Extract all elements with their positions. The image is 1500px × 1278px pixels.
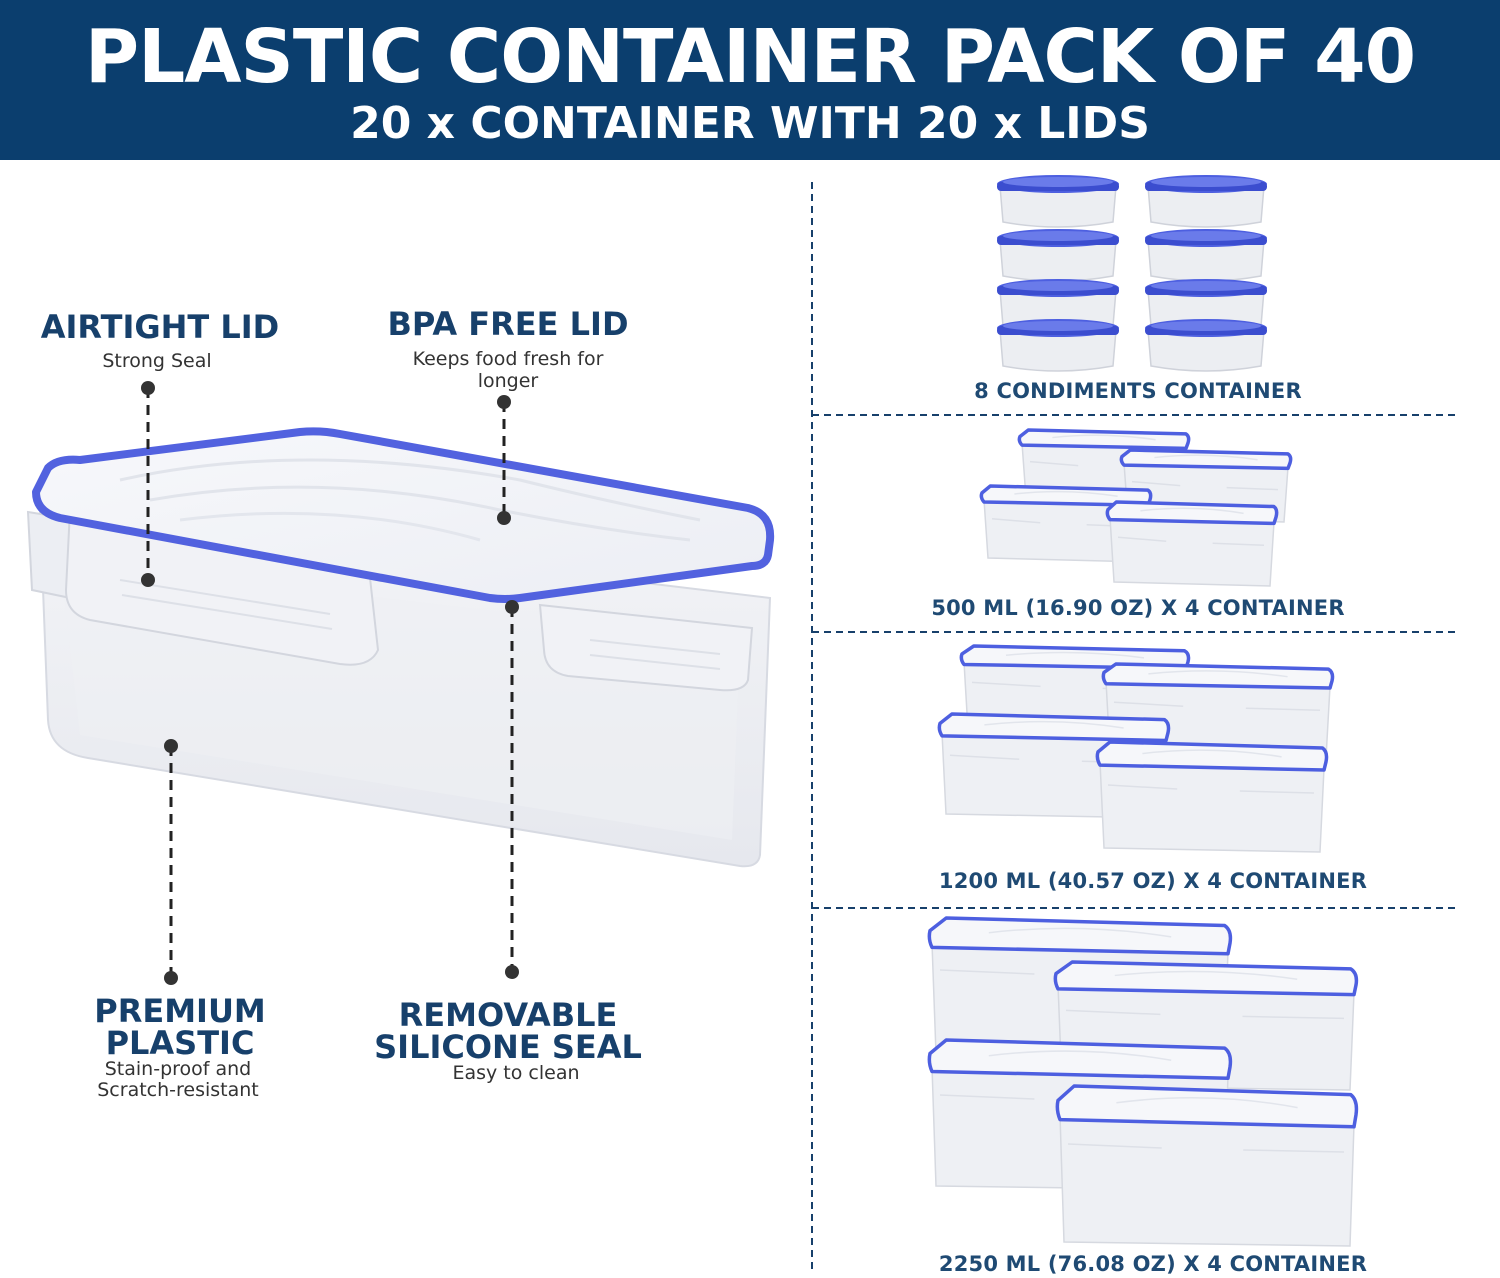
2250ml-containers-group	[927, 916, 1359, 1247]
page-subtitle: 20 x CONTAINER WITH 20 x LIDS	[350, 98, 1150, 149]
caption-condiments: 8 CONDIMENTS CONTAINER	[974, 379, 1302, 403]
feature-leader-lines	[146, 388, 514, 978]
1200ml-containers-group	[937, 644, 1335, 853]
caption-2250ml: 2250 ML (76.08 OZ) X 4 CONTAINER	[938, 1252, 1368, 1276]
premium-plastic-title-line1: PREMIUM	[94, 992, 266, 1030]
dot-bpa-bottom	[497, 511, 511, 525]
dot-seal-bottom	[505, 965, 519, 979]
500ml-containers-group	[979, 428, 1293, 587]
condiment-container-4	[1145, 229, 1267, 282]
condiment-container-8	[1145, 319, 1267, 372]
caption-1200ml: 1200 ML (40.57 OZ) X 4 CONTAINER	[938, 869, 1368, 893]
premium-plastic-title-line2: PLASTIC	[105, 1024, 255, 1062]
page-title: PLASTIC CONTAINER PACK OF 40	[84, 14, 1416, 100]
airtight-lid-subtitle: Strong Seal	[102, 350, 212, 372]
header-banner: PLASTIC CONTAINER PACK OF 40 20 x CONTAI…	[0, 0, 1500, 160]
caption-500ml: 500 ML (16.90 OZ) X 4 CONTAINER	[931, 596, 1345, 620]
bpa-free-lid-title: BPA FREE LID	[387, 305, 629, 343]
dot-airtight-bottom	[141, 573, 155, 587]
feature-marker-dots	[141, 381, 519, 985]
condiment-container-1	[997, 175, 1119, 228]
bpa-free-lid-subtitle: Keeps food fresh for longer	[412, 348, 604, 392]
dot-premium-top	[164, 739, 178, 753]
condiment-container-3	[997, 229, 1119, 282]
large-container-illustration	[26, 427, 775, 868]
airtight-lid-title: AIRTIGHT LID	[40, 308, 280, 346]
premium-plastic-subtitle-line2: Scratch-resistant	[97, 1079, 259, 1101]
container-500ml-4	[1105, 500, 1279, 587]
dot-bpa-top	[497, 395, 511, 409]
container-1200ml-4	[1095, 740, 1329, 853]
condiment-container-2	[1145, 175, 1267, 228]
removable-seal-subtitle: Easy to clean	[452, 1062, 580, 1084]
premium-plastic-subtitle-line1: Stain-proof and	[104, 1058, 252, 1080]
condiment-containers-group	[997, 175, 1267, 372]
removable-seal-title-line2: SILICONE SEAL	[374, 1028, 642, 1066]
container-2250ml-4	[1055, 1084, 1359, 1247]
section-dividers	[811, 182, 1458, 1270]
dot-airtight-top	[141, 381, 155, 395]
removable-seal-title-line1: REMOVABLE	[398, 996, 618, 1034]
condiment-container-7	[997, 319, 1119, 372]
dot-premium-bottom	[164, 971, 178, 985]
dot-seal-top	[505, 600, 519, 614]
